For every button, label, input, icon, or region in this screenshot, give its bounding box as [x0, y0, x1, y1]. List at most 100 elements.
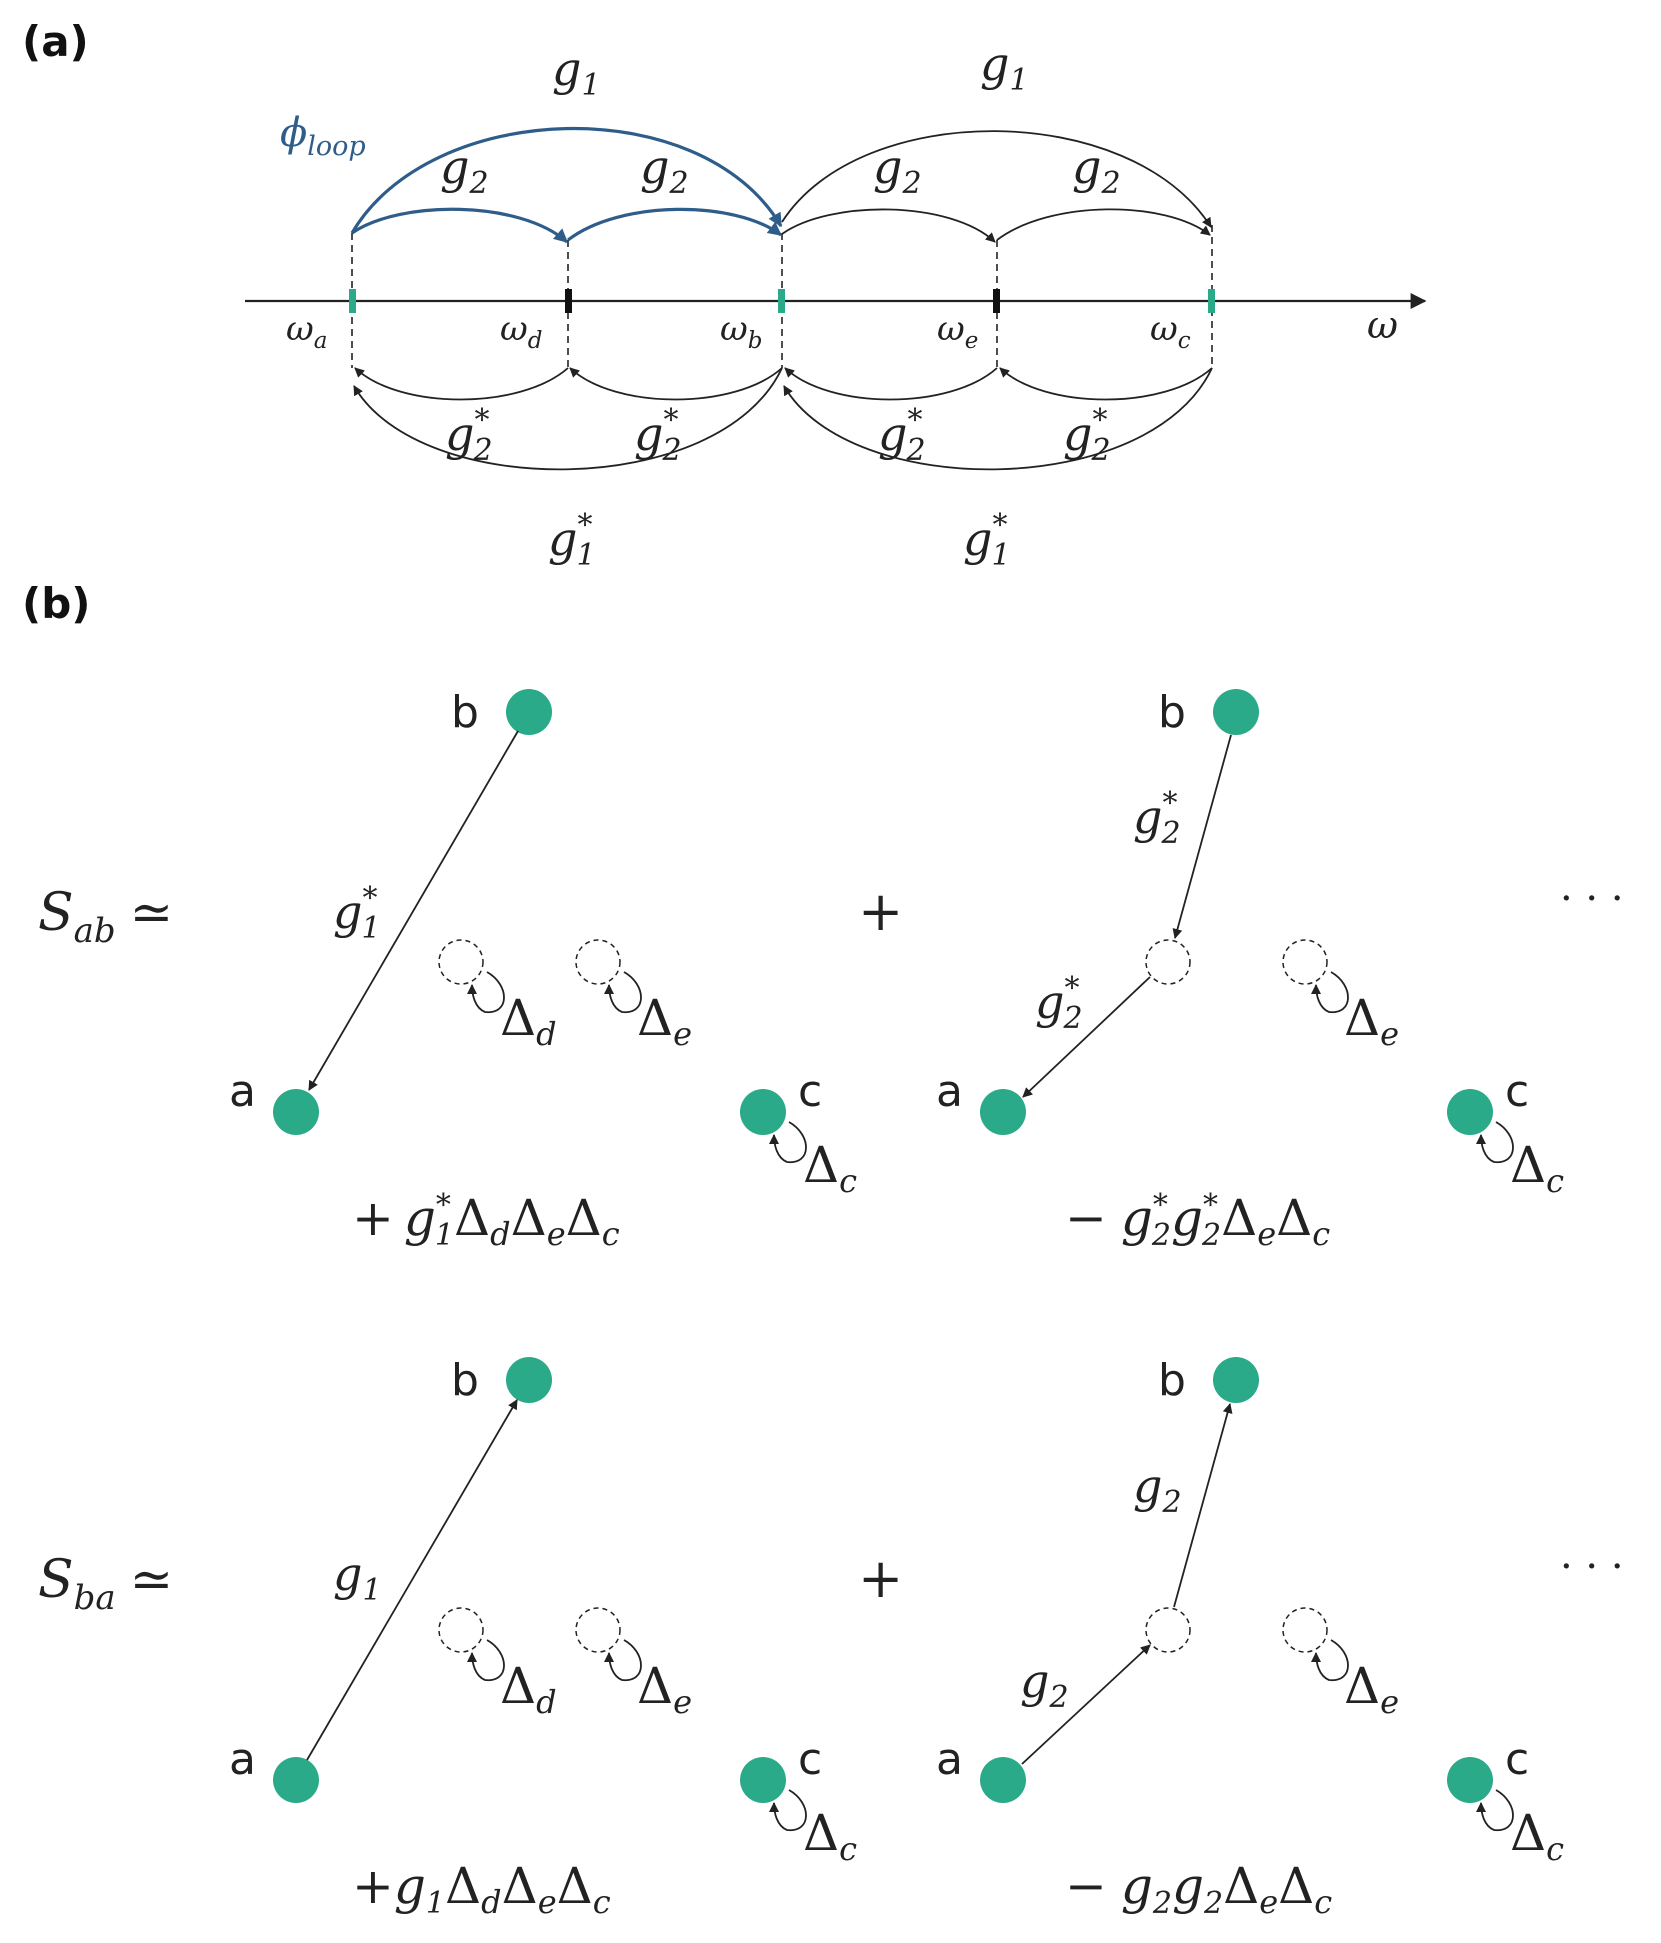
- omega-b-label: ωb: [720, 309, 762, 354]
- node-c-label: c: [798, 1066, 822, 1117]
- edge-label-g1c: g*1: [333, 881, 381, 946]
- virtual-node-d: [1145, 939, 1191, 985]
- ellipsis-row2: · · ·: [1560, 1544, 1624, 1590]
- s-ab-label: Sab≃: [38, 883, 173, 951]
- frequency-axis-label: ω: [1367, 303, 1398, 347]
- virtual-node-e: [1282, 939, 1328, 985]
- node-b-label: b: [451, 687, 479, 738]
- delta-e-label: Δe: [637, 1657, 692, 1721]
- label-g2c-bd: g*2: [634, 403, 682, 468]
- arc-g2c-d-to-a: [354, 367, 569, 401]
- label-g2c-da: g*2: [445, 403, 493, 468]
- phi-loop-label: ϕloop: [280, 110, 366, 162]
- delta-c-label: Δc: [1510, 1804, 1564, 1868]
- node-c-label: c: [1505, 1066, 1529, 1117]
- ellipsis-row1: · · ·: [1560, 876, 1624, 922]
- node-b-label: b: [1158, 1355, 1186, 1406]
- omega-a-label: ωa: [286, 309, 327, 354]
- term-sba-direct: b a c g1 Δd Δe Δc +g1ΔdΔeΔc: [229, 1355, 857, 1921]
- self-loop-e: [1311, 971, 1349, 1013]
- node-a: [980, 1757, 1026, 1803]
- delta-e-label: Δe: [1344, 1657, 1399, 1721]
- tick-omega-c: [1208, 289, 1215, 313]
- self-loop-c: [1476, 1121, 1514, 1163]
- self-loop-e: [604, 971, 642, 1013]
- node-b: [1213, 1357, 1259, 1403]
- edge-g1-a-to-b: [306, 1399, 518, 1761]
- node-c: [740, 1089, 786, 1135]
- label-g2-ec: g2: [1072, 140, 1121, 201]
- node-b-label: b: [451, 1355, 479, 1406]
- label-g2c-eb: g*2: [878, 403, 926, 468]
- tick-omega-d: [565, 289, 572, 313]
- arc-g2c-c-to-e: [999, 367, 1213, 401]
- label-g1-right: g1: [980, 37, 1029, 98]
- tick-omega-a: [349, 289, 356, 313]
- node-a-label: a: [936, 1734, 963, 1785]
- delta-e-label: Δe: [1344, 989, 1399, 1053]
- loop-arc-g2-a-to-d: [351, 207, 569, 244]
- term-formula-sba-2: −g2g2ΔeΔc: [1065, 1857, 1332, 1921]
- loop-arc-g1-a-to-b: [350, 126, 783, 234]
- arc-g1-b-to-c: [781, 130, 1212, 228]
- node-a: [980, 1089, 1026, 1135]
- arc-g2c-e-to-b: [784, 367, 998, 401]
- term-sba-second-order: b a c g2 g2 Δe Δc −g2g2ΔeΔc: [936, 1355, 1564, 1921]
- arc-g1c-b-to-a: [353, 367, 783, 471]
- arc-g2c-b-to-d: [569, 367, 783, 401]
- plus-sign-row2: +: [858, 1547, 903, 1610]
- arc-g2-e-to-c: [996, 208, 1211, 241]
- node-a-label: a: [229, 1734, 256, 1785]
- panel-label-b: (b): [22, 579, 90, 628]
- delta-c-label: Δc: [803, 1136, 857, 1200]
- self-loop-c: [1476, 1789, 1514, 1831]
- delta-c-label: Δc: [803, 1804, 857, 1868]
- node-a-label: a: [229, 1066, 256, 1117]
- self-loop-d: [467, 971, 505, 1013]
- node-a: [273, 1757, 319, 1803]
- s-ba-label: Sba≃: [38, 1550, 173, 1618]
- node-c: [740, 1757, 786, 1803]
- virtual-node-d: [438, 1607, 484, 1653]
- term-formula-sba-1: +g1ΔdΔeΔc: [352, 1857, 611, 1921]
- virtual-node-e: [575, 939, 621, 985]
- arc-g2-b-to-e: [781, 208, 996, 243]
- node-c-label: c: [1505, 1734, 1529, 1785]
- edge-label-g2c-upper: g*2: [1133, 786, 1181, 851]
- term-sab-direct: b a c g*1 Δd Δe Δc +g*1ΔdΔeΔc: [229, 687, 857, 1253]
- label-g1c-cb: g*1: [963, 508, 1011, 573]
- virtual-node-e: [1282, 1607, 1328, 1653]
- node-b-label: b: [1158, 687, 1186, 738]
- node-c: [1447, 1757, 1493, 1803]
- node-a: [273, 1089, 319, 1135]
- virtual-node-d: [438, 939, 484, 985]
- omega-d-label: ωd: [500, 309, 542, 354]
- edge-g1c-b-to-a: [308, 730, 519, 1091]
- virtual-node-d: [1145, 1607, 1191, 1653]
- edge-g2-a-to-d: [1021, 1644, 1151, 1765]
- term-formula-sab-1: +g*1ΔdΔeΔc: [352, 1188, 620, 1253]
- self-loop-e: [604, 1639, 642, 1681]
- tick-omega-b: [778, 289, 785, 313]
- edge-label-g2-upper: g2: [1133, 1459, 1182, 1520]
- label-g2-ad: g2: [440, 140, 489, 201]
- label-g2c-ce: g*2: [1063, 403, 1111, 468]
- label-g1-left: g1: [552, 42, 601, 103]
- term-formula-sab-2: −g*2g*2ΔeΔc: [1065, 1188, 1330, 1253]
- self-loop-e: [1311, 1639, 1349, 1681]
- delta-e-label: Δe: [637, 989, 692, 1053]
- tick-omega-e: [993, 289, 1000, 313]
- label-g1c-ba: g*1: [548, 508, 596, 573]
- term-sab-second-order: b a c g*2 g*2 Δe Δc −g*2g*2ΔeΔc: [936, 687, 1564, 1253]
- node-b: [506, 1357, 552, 1403]
- label-g2-db: g2: [640, 140, 689, 201]
- edge-g2-d-to-b: [1173, 1403, 1233, 1608]
- panel-label-a: (a): [22, 17, 89, 66]
- node-a-label: a: [936, 1066, 963, 1117]
- node-b: [506, 689, 552, 735]
- edge-g2c-d-to-a: [1022, 976, 1151, 1098]
- delta-d-label: Δd: [500, 989, 557, 1053]
- edge-label-g1: g1: [333, 1547, 382, 1608]
- self-loop-d: [467, 1639, 505, 1681]
